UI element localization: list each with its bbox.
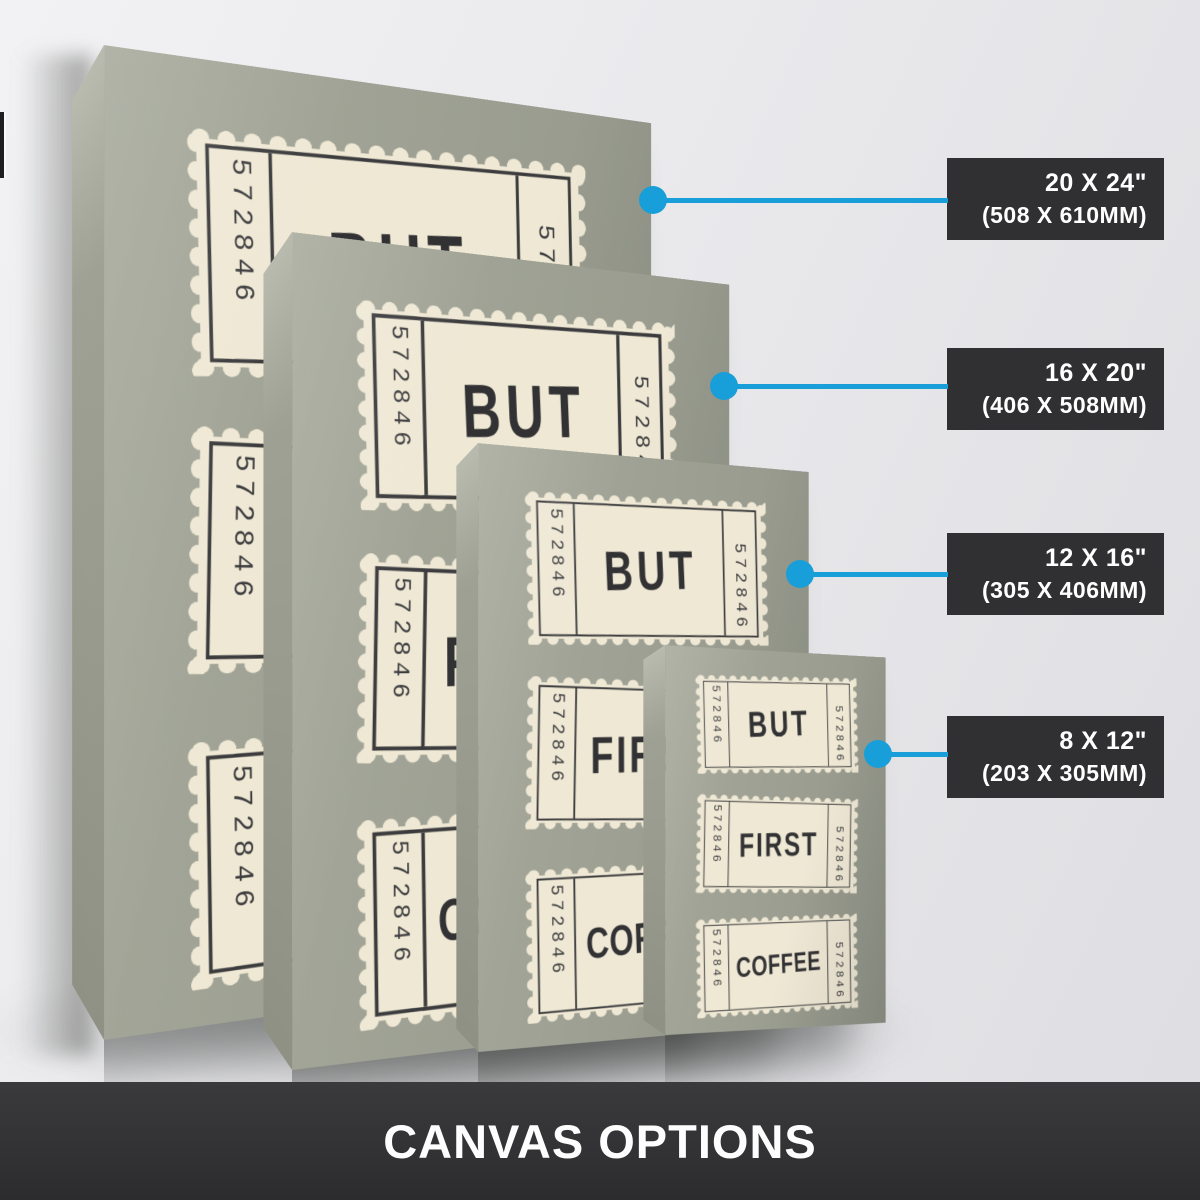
ticket-serial-left: 572846 (704, 925, 729, 1011)
canvas-8x12: 572846 BUT 572846 572846 FIRST 572846 57… (665, 645, 886, 1035)
size-inches: 8 X 12" (1059, 727, 1147, 756)
callout-dot-12x16 (786, 560, 814, 588)
ticket-coffee: 572846 COFFEE 572846 (696, 913, 858, 1018)
serial-number: 572846 (386, 840, 414, 970)
ticket-serial-right: 572846 (826, 684, 850, 766)
callout-line-12x16 (800, 572, 948, 577)
ticket-serial-left: 572846 (376, 317, 429, 495)
ticket-word: FIRST (729, 791, 828, 899)
ticket-word: BUT (727, 671, 830, 780)
page-title: CANVAS OPTIONS (383, 1114, 817, 1169)
callout-dot-16x20 (710, 372, 738, 400)
canvas-front: 572846 BUT 572846 572846 FIRST 572846 57… (665, 645, 886, 1035)
callout-line-16x20 (724, 384, 948, 389)
ticket-serial-left: 572846 (539, 879, 577, 1012)
callout-line-20x24 (653, 198, 948, 203)
serial-number: 572846 (709, 928, 723, 989)
ticket-but: 572846 BUT 572846 (525, 490, 769, 645)
callout-dot-20x24 (639, 186, 667, 214)
canvas-side-edge (263, 232, 292, 1070)
serial-number: 572846 (709, 685, 723, 745)
ticket-serial-left: 572846 (376, 833, 427, 1013)
serial-number: 572846 (385, 324, 414, 453)
ticket-border: 572846 BUT 572846 (537, 500, 759, 637)
size-label-16x20: 16 X 20" (406 X 508MM) (947, 348, 1164, 430)
serial-number: 572846 (224, 157, 258, 309)
ticket-serial-right: 572846 (827, 805, 851, 887)
serial-number: 572846 (832, 826, 845, 884)
serial-number: 572846 (731, 542, 751, 631)
serial-number: 572846 (546, 507, 568, 601)
ticket-serial-left: 572846 (539, 502, 578, 633)
canvas-side-edge (643, 645, 665, 1035)
ticket-serial-left: 572846 (376, 571, 427, 748)
size-inches: 20 X 24" (1045, 169, 1147, 198)
ticket-border: 572846 BUT 572846 (703, 681, 851, 768)
ticket-word: BUT (573, 489, 726, 655)
ticket-serial-left: 572846 (704, 801, 729, 886)
ticket-serial-right: 572846 (722, 511, 757, 635)
bottom-bar: CANVAS OPTIONS (0, 1082, 1200, 1200)
serial-number: 572846 (547, 692, 569, 786)
size-inches: 16 X 20" (1045, 359, 1147, 388)
serial-number: 572846 (833, 941, 846, 1000)
canvas-side-edge (456, 443, 478, 1052)
ticket-serial-left: 572846 (539, 687, 578, 818)
serial-number: 572846 (710, 804, 724, 865)
canvas-side-edge (72, 45, 104, 1040)
size-label-8x12: 8 X 12" (203 X 305MM) (947, 716, 1164, 798)
ticket-border: 572846 FIRST 572846 (703, 800, 851, 888)
serial-number: 572846 (226, 454, 259, 605)
size-mm: (406 X 508MM) (982, 392, 1147, 419)
ticket-serial-left: 572846 (704, 682, 730, 767)
serial-number: 572846 (832, 705, 845, 763)
serial-number: 572846 (546, 884, 568, 979)
edge-artifact (0, 112, 6, 178)
ticket-but: 572846 BUT 572846 (695, 675, 858, 774)
ticket-word: COFFEE (727, 908, 829, 1023)
size-mm: (305 X 406MM) (982, 577, 1147, 604)
size-inches: 12 X 16" (1045, 544, 1147, 573)
ticket-serial-right: 572846 (827, 920, 851, 1003)
size-label-20x24: 20 X 24" (508 X 610MM) (947, 158, 1164, 240)
serial-number: 572846 (225, 763, 257, 916)
size-mm: (203 X 305MM) (982, 760, 1147, 787)
ticket-border: 572846 COFFEE 572846 (703, 919, 851, 1012)
size-label-12x16: 12 X 16" (305 X 406MM) (947, 533, 1164, 615)
callout-dot-8x12 (864, 740, 892, 768)
ticket-first: 572846 FIRST 572846 (696, 794, 859, 894)
serial-number: 572846 (387, 577, 415, 705)
size-mm: (508 X 610MM) (982, 202, 1147, 229)
